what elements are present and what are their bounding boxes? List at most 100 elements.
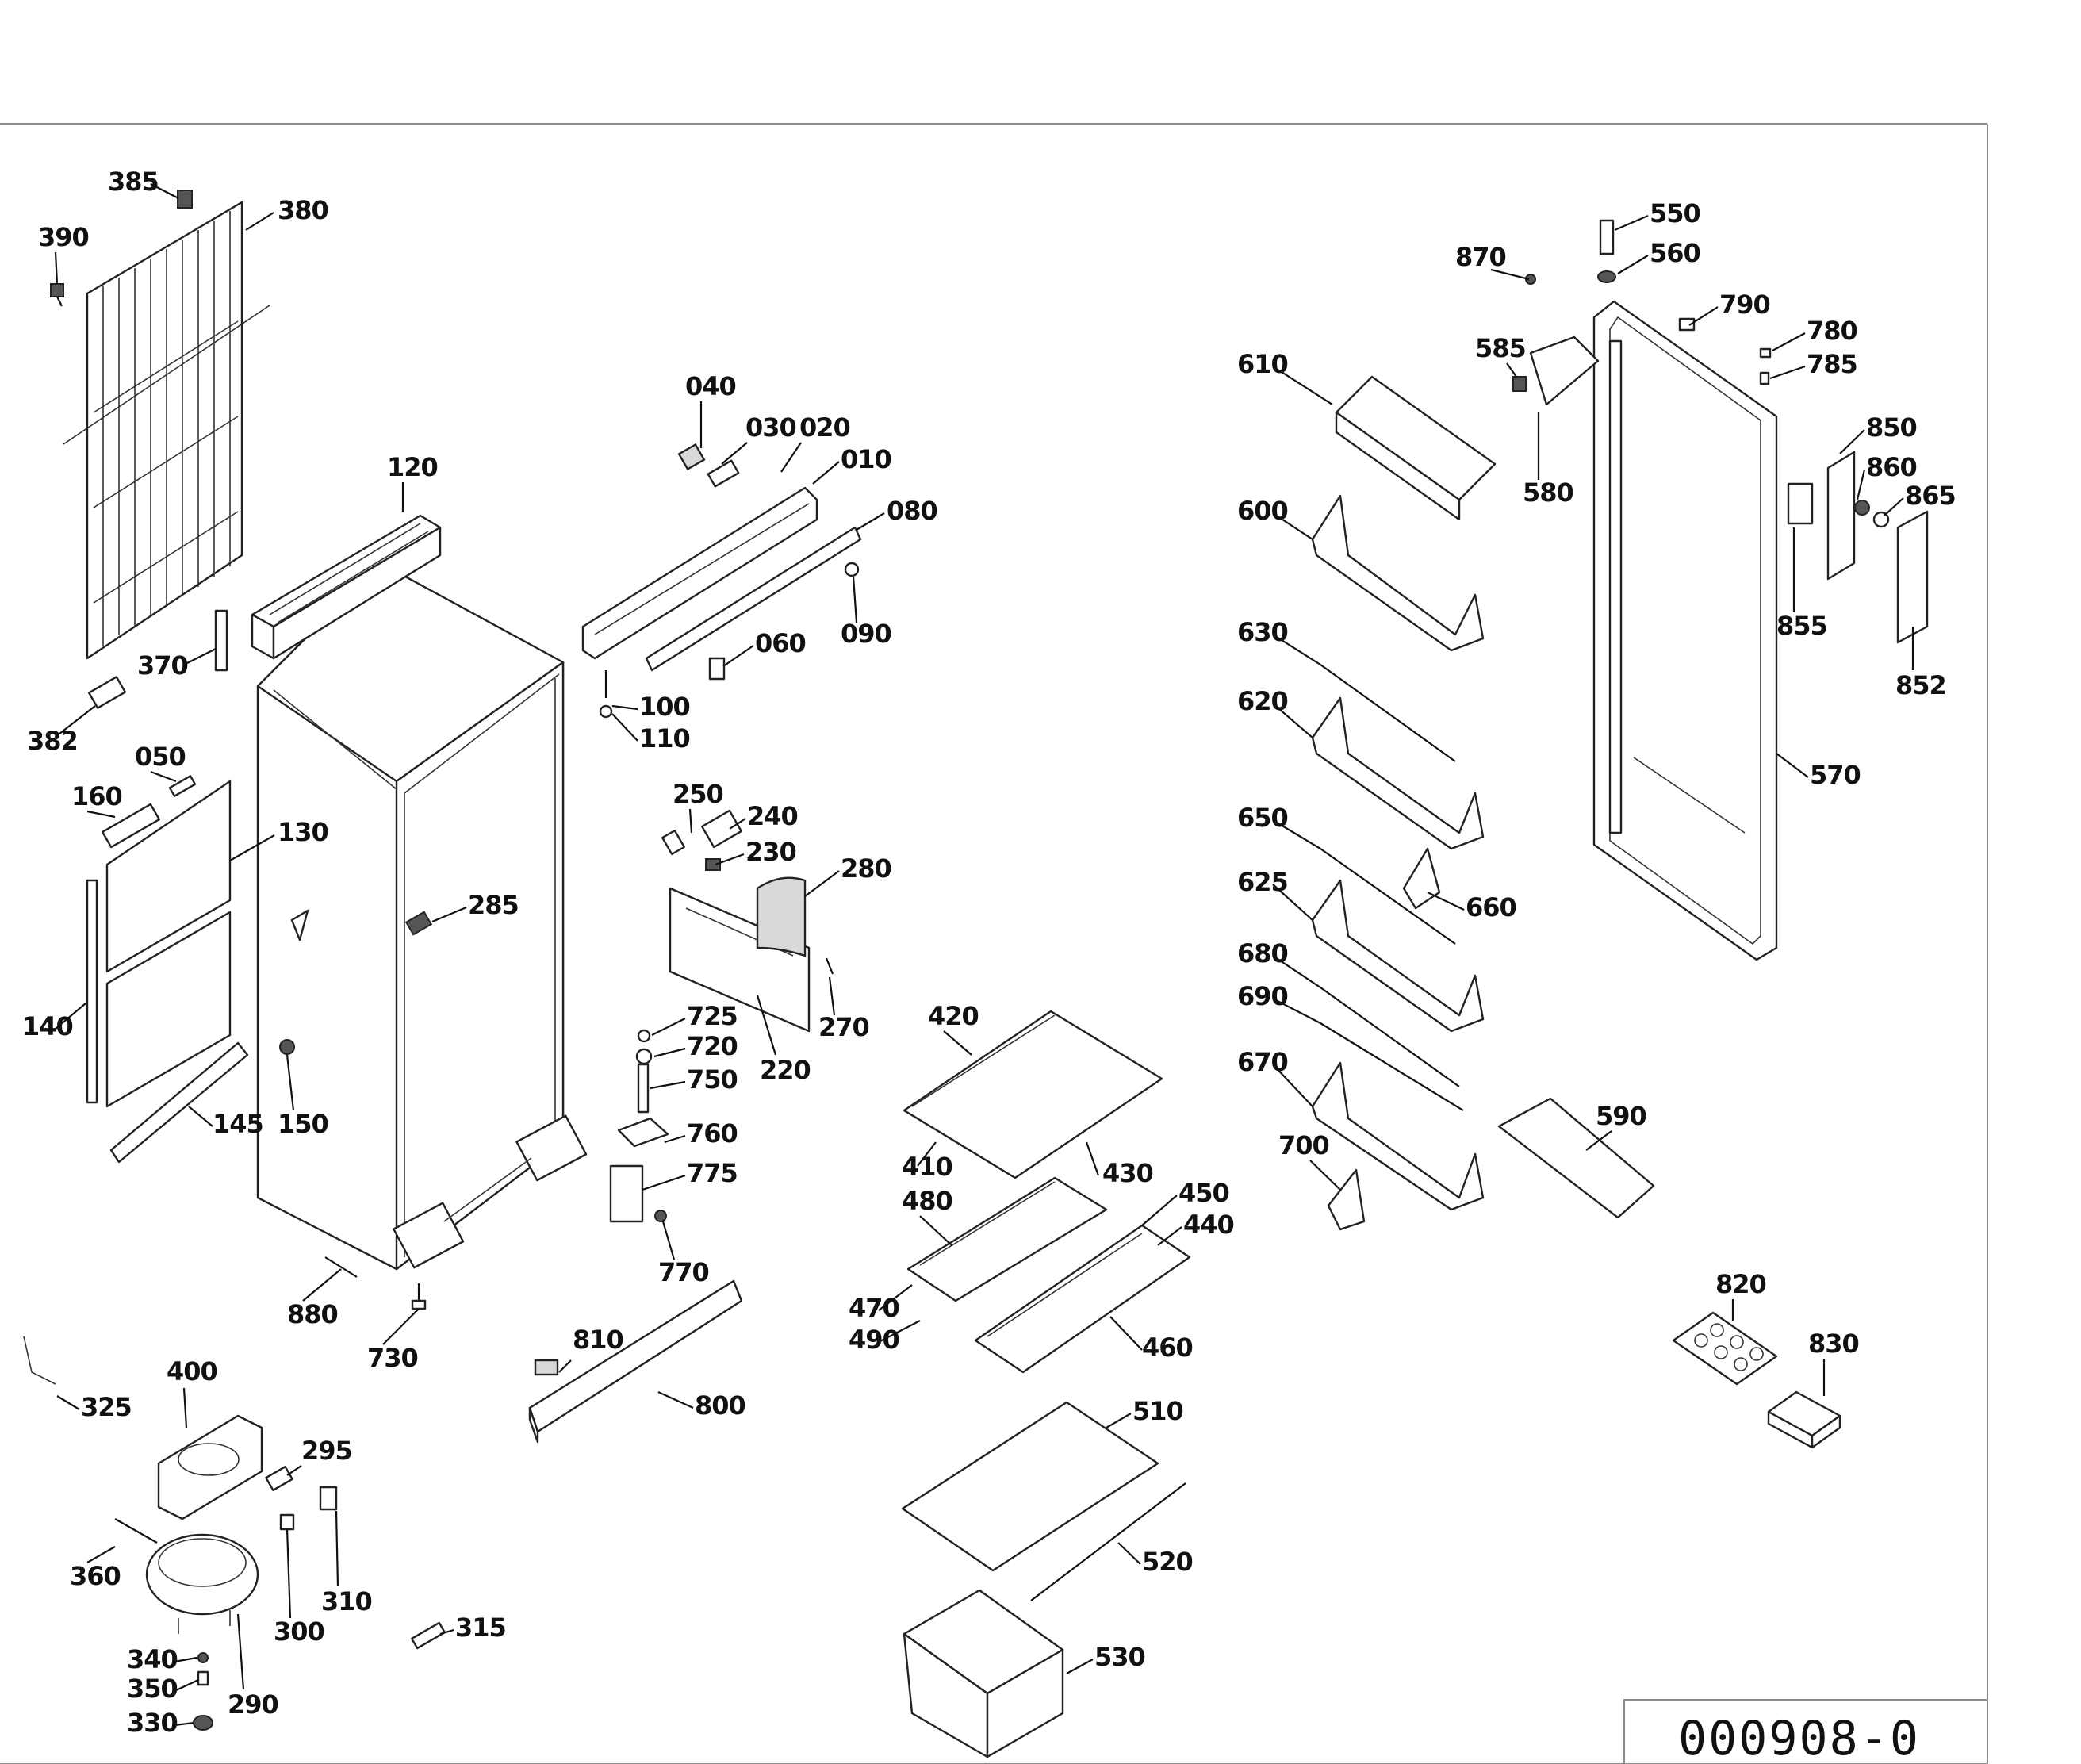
door-hinge-drawing — [609, 1029, 669, 1223]
callout-leader-470 — [878, 1284, 913, 1311]
callout-label-110: 110 — [639, 723, 690, 754]
callout-label-725: 725 — [687, 1001, 738, 1031]
callout-leader-850 — [1839, 429, 1865, 454]
plate-590-drawing — [1497, 1097, 1655, 1219]
callout-label-050: 050 — [135, 742, 186, 772]
callout-label-150: 150 — [278, 1109, 328, 1139]
callout-leader-110 — [611, 713, 638, 742]
callout-leader-285 — [431, 906, 467, 923]
callout-600: 600 — [1237, 496, 1313, 540]
callout-030: 030 — [721, 412, 797, 465]
callout-370: 370 — [137, 648, 217, 681]
callout-leader-775 — [642, 1174, 686, 1191]
callout-leader-050 — [150, 770, 177, 783]
callout-label-865: 865 — [1905, 481, 1956, 511]
callout-140: 140 — [22, 1003, 86, 1041]
callout-leader-100 — [611, 704, 638, 711]
callout-380: 380 — [245, 195, 329, 231]
callout-385: 385 — [108, 167, 179, 199]
callout-label-730: 730 — [367, 1343, 418, 1373]
callout-leader-250 — [688, 808, 693, 834]
callout-480: 480 — [902, 1186, 953, 1246]
callout-label-720: 720 — [687, 1031, 738, 1061]
callout-leader-630 — [1272, 634, 1321, 665]
callout-240: 240 — [729, 801, 799, 831]
callout-585: 585 — [1475, 333, 1527, 378]
callout-040: 040 — [685, 371, 737, 448]
callout-160: 160 — [71, 781, 123, 819]
door-top-parts-drawing — [1512, 219, 1772, 406]
callout-leader-382 — [59, 705, 96, 734]
callout-label-810: 810 — [573, 1325, 623, 1355]
back-panel-drawing — [86, 775, 309, 1164]
crisper-drawer-drawing — [903, 1589, 1064, 1758]
callout-leader-725 — [651, 1018, 686, 1036]
balcony-670-drawing — [1311, 1061, 1485, 1211]
callout-250: 250 — [673, 779, 724, 834]
callout-120: 120 — [387, 452, 439, 512]
callout-label-660: 660 — [1466, 892, 1516, 922]
capillary-sleeve-drawing — [87, 676, 127, 709]
compressor-cover-drawing — [157, 1414, 263, 1520]
callout-leader-510 — [1106, 1413, 1132, 1428]
callout-860: 860 — [1856, 452, 1918, 500]
part-340-drawing — [197, 1652, 209, 1663]
callout-leader-660 — [1427, 892, 1465, 911]
callout-280: 280 — [804, 853, 892, 897]
callout-leader-750 — [650, 1080, 686, 1090]
callout-label-590: 590 — [1596, 1101, 1646, 1131]
callout-label-680: 680 — [1237, 938, 1288, 968]
callout-855: 855 — [1776, 527, 1828, 641]
callout-label-820: 820 — [1715, 1269, 1766, 1299]
callout-label-600: 600 — [1237, 496, 1288, 526]
rod-680-drawing — [1320, 987, 1460, 1087]
callout-460: 460 — [1109, 1316, 1194, 1363]
callout-340: 340 — [127, 1644, 197, 1674]
callout-130: 130 — [229, 817, 329, 861]
callout-285: 285 — [431, 890, 519, 923]
callout-label-870: 870 — [1455, 242, 1506, 272]
callout-382: 382 — [27, 705, 96, 756]
callout-leader-785 — [1769, 365, 1806, 380]
callout-label-480: 480 — [902, 1186, 952, 1216]
callout-label-020: 020 — [799, 412, 850, 443]
callout-leader-600 — [1272, 512, 1313, 540]
callout-label-585: 585 — [1475, 333, 1526, 363]
bottle-stop-660-drawing — [1402, 847, 1441, 910]
callout-790: 790 — [1688, 290, 1771, 326]
callout-label-030: 030 — [745, 412, 796, 443]
callout-350: 350 — [127, 1674, 199, 1704]
callout-leader-480 — [919, 1215, 952, 1246]
callout-leader-410 — [917, 1141, 937, 1167]
callout-label-300: 300 — [274, 1616, 324, 1647]
egg-tray-drawing — [1672, 1311, 1778, 1386]
callout-label-310: 310 — [321, 1586, 372, 1616]
callout-610: 610 — [1237, 349, 1333, 405]
callout-830: 830 — [1808, 1329, 1860, 1396]
callout-leader-350 — [174, 1679, 199, 1692]
callout-110: 110 — [611, 713, 691, 754]
callout-730: 730 — [367, 1308, 420, 1373]
callout-050: 050 — [135, 742, 186, 783]
callout-label-240: 240 — [747, 801, 798, 831]
callout-150: 150 — [278, 1054, 329, 1139]
callout-800: 800 — [657, 1390, 746, 1421]
screw-730-drawing — [411, 1283, 427, 1310]
callout-725: 725 — [651, 1001, 738, 1036]
callout-410: 410 — [902, 1141, 953, 1182]
shelf-frame-drawing — [906, 1176, 1191, 1374]
callout-leader-090 — [852, 576, 858, 623]
callout-720: 720 — [653, 1031, 738, 1061]
callout-770: 770 — [658, 1221, 710, 1287]
callout-leader-295 — [286, 1465, 302, 1476]
callout-leader-880 — [302, 1268, 342, 1302]
part-880-drawing — [324, 1256, 358, 1278]
callout-leader-060 — [722, 645, 754, 667]
callout-400: 400 — [167, 1356, 218, 1428]
callout-310: 310 — [321, 1510, 373, 1616]
callout-780: 780 — [1772, 316, 1858, 351]
callout-leader-760 — [664, 1134, 686, 1144]
callout-470: 470 — [849, 1284, 913, 1323]
callout-leader-385 — [150, 183, 179, 199]
callout-label-250: 250 — [673, 779, 723, 809]
